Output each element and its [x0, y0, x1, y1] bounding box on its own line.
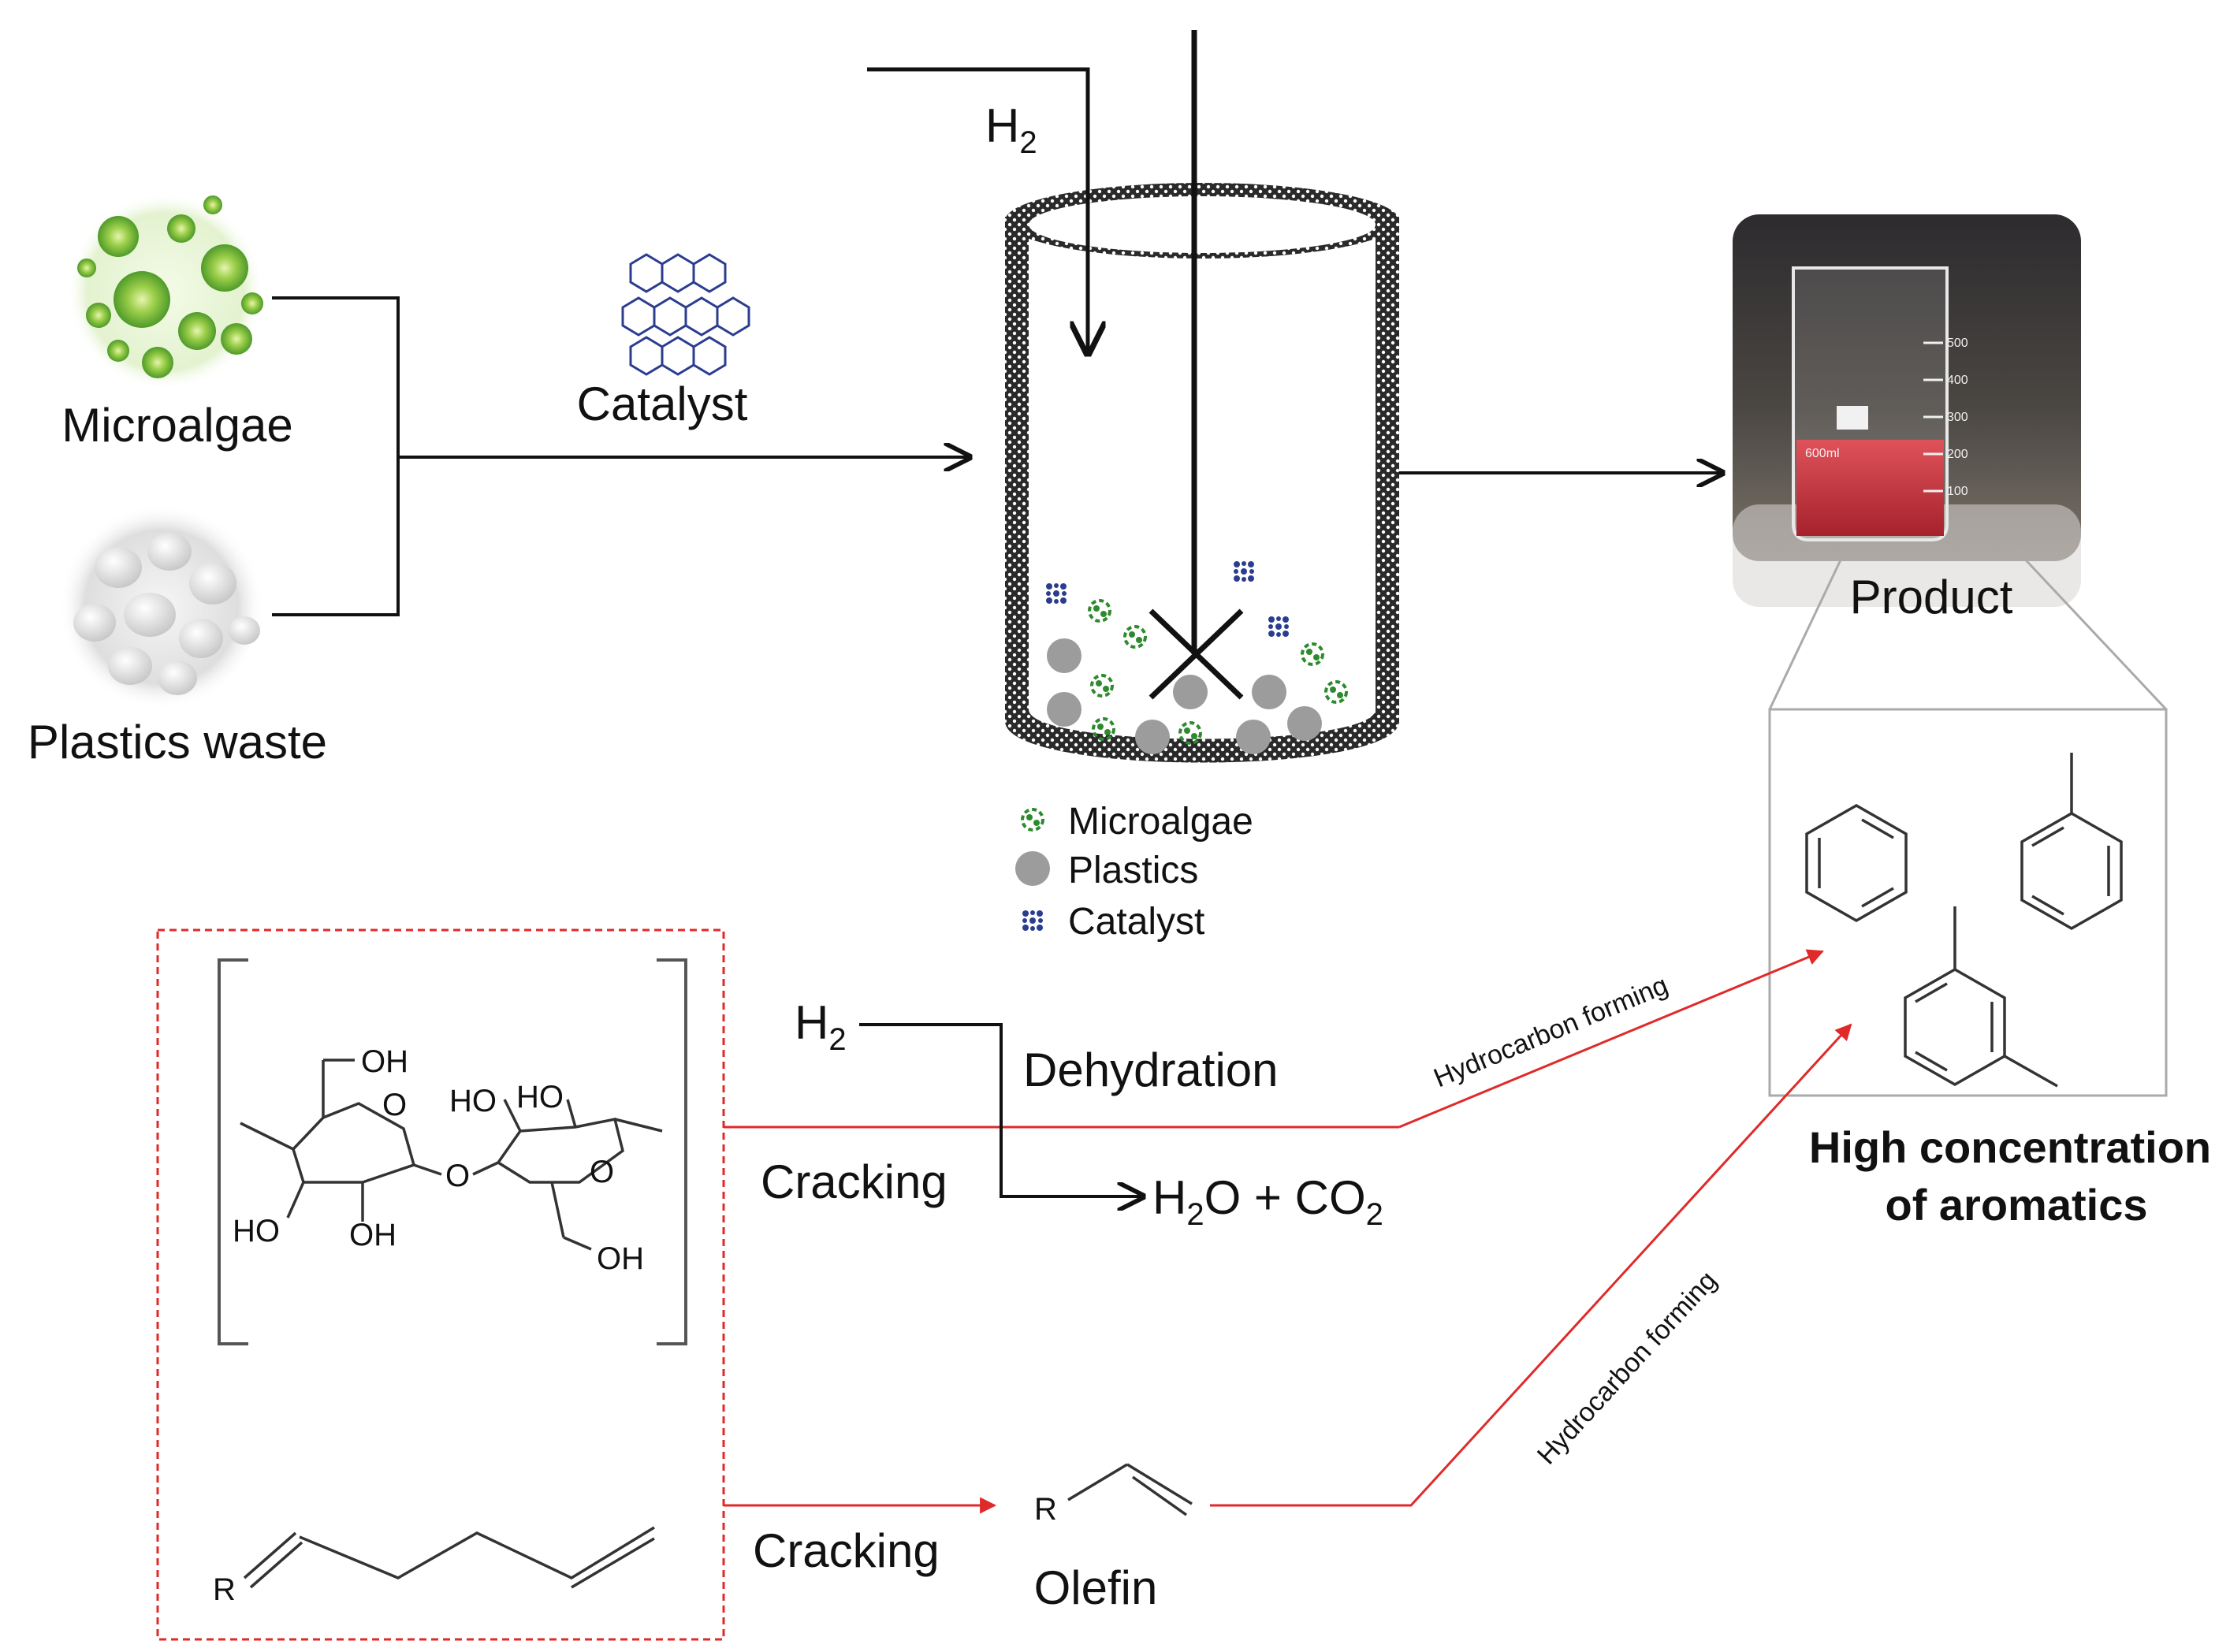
legend-microalgae-label: Microalgae: [1068, 801, 1253, 843]
legend-plastics-label: Plastics: [1068, 850, 1198, 891]
stirrer-blade: [1149, 608, 1244, 700]
reactor-vessel: [1005, 183, 1399, 763]
legend-catalyst-label: Catalyst: [1068, 901, 1204, 943]
beaker-mark: 100: [1947, 485, 1968, 498]
water-co2-label: H2O + CO2: [1152, 1171, 1383, 1232]
polymer-bracket-left: [218, 958, 248, 1345]
carbohydrate-structure: [240, 1059, 663, 1251]
dehydration-label: Dehydration: [1023, 1044, 1279, 1096]
plastics-waste-label: Plastics waste: [28, 716, 327, 768]
microalgae-label: Microalgae: [61, 399, 292, 452]
olefin-r-label: R: [1034, 1492, 1057, 1527]
reactor-particles: [1044, 559, 1348, 754]
hydroxyl-label: OH: [597, 1241, 644, 1276]
catalyst-label: Catalyst: [577, 378, 748, 430]
xylene-structure: [1904, 906, 2058, 1088]
product-label: Product: [1850, 571, 2013, 623]
aromatics-title-line1: High concentration: [1809, 1122, 2211, 1172]
legend-microalgae-icon: [1021, 808, 1044, 832]
mechanism-h2-label: H2: [795, 996, 847, 1057]
ring-oxygen-label: O: [382, 1088, 407, 1122]
polymer-bracket-right: [657, 958, 687, 1345]
benzene-structure: [1805, 803, 1908, 923]
olefin-label: Olefin: [1034, 1561, 1158, 1614]
feedstock-structure-box: [156, 928, 725, 1641]
beaker-mark: 400: [1947, 374, 1968, 387]
beaker-mark: 500: [1947, 337, 1968, 350]
hydroxyl-label: OH: [361, 1044, 408, 1079]
hydroxyl-label: OH: [349, 1218, 396, 1252]
cracking-label-top: Cracking: [761, 1155, 947, 1208]
feed-bracket-line: [272, 296, 400, 616]
legend: Microalgae Plastics Catalyst: [1015, 801, 1253, 943]
microalgae-image: [67, 193, 264, 390]
aromatics-title-line2: of aromatics: [1886, 1180, 2148, 1230]
reactor-h2-label: H2: [985, 99, 1037, 160]
beaker-mark: 300: [1947, 411, 1968, 424]
beaker-mark: 200: [1947, 448, 1968, 461]
aromatics-box: [1768, 708, 2168, 1097]
hydrocarbon-forming-label: Hydrocarbon forming: [1430, 970, 1673, 1094]
hydrocarbon-forming-arrow: [1210, 1023, 1852, 1507]
dehydration-path: [859, 1023, 1143, 1196]
hydrocarbon-forming-arrow: [1398, 949, 1824, 1129]
product-photo: 500 400 300 200 100 600ml: [1733, 214, 2081, 607]
ring-oxygen-label: O: [590, 1155, 614, 1189]
zoom-line: [2016, 550, 2168, 711]
catalyst-structure-icon: [621, 253, 750, 376]
zoom-line: [1768, 551, 1846, 710]
bridge-oxygen-label: O: [445, 1159, 470, 1193]
olefin-structure: [1067, 1463, 1193, 1516]
legend-plastics-icon: [1015, 851, 1050, 886]
legend-catalyst-icon: [1020, 908, 1045, 933]
plastics-waste-image: [59, 504, 264, 709]
hydrocarbon-forming-label: Hydrocarbon forming: [1532, 1266, 1723, 1471]
hydroxyl-label: HO: [449, 1084, 497, 1118]
r-group-label: R: [213, 1572, 236, 1607]
hydroxyl-label: HO: [516, 1080, 564, 1114]
toluene-structure: [2020, 753, 2123, 931]
h2-feed-pipe: [867, 67, 1088, 353]
lipid-chain-structure: [243, 1526, 655, 1589]
hydroxyl-label: HO: [233, 1214, 280, 1248]
cracking-label-bottom: Cracking: [753, 1524, 940, 1577]
beaker-volume: 600ml: [1805, 447, 1840, 460]
